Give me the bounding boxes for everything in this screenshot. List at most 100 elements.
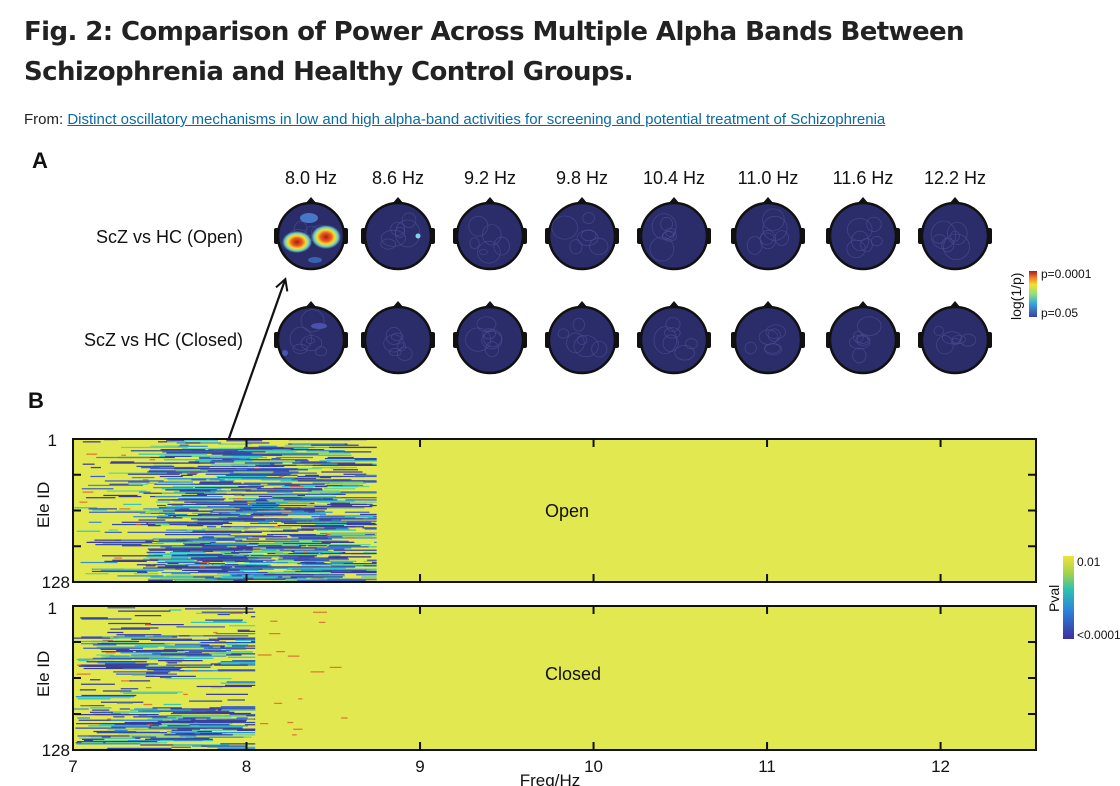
heatmap-cell	[78, 719, 124, 721]
heatmap-cell	[371, 561, 377, 564]
heatmap-cell	[290, 576, 321, 578]
topomap	[545, 197, 619, 271]
heatmap-cell	[150, 576, 186, 578]
subplot-label-closed: Closed	[545, 664, 601, 684]
heatmap-cell	[189, 571, 241, 574]
heatmap-cell	[305, 563, 327, 565]
source-article-link[interactable]: Distinct oscillatory mechanisms in low a…	[67, 111, 886, 128]
heatmap-cell	[320, 576, 343, 578]
heatmap-cell	[161, 716, 202, 718]
topomap-contour	[744, 341, 757, 355]
heatmap-cell	[197, 721, 256, 724]
heatmap-cell	[130, 450, 199, 452]
heatmap-cell	[226, 648, 247, 650]
heatmap-cell	[156, 541, 211, 544]
heatmap-cell	[211, 460, 235, 462]
heatmap-cell	[109, 483, 142, 485]
topomap	[731, 301, 805, 375]
heatmap-cell	[175, 470, 208, 472]
heatmap-cell	[150, 737, 210, 739]
heatmap-cell	[220, 551, 284, 554]
heatmap-cell	[222, 459, 271, 461]
heatmap-cell	[100, 701, 144, 703]
heatmap-cell	[185, 442, 201, 444]
heatmap-cell	[317, 454, 352, 456]
heatmap-cell	[166, 664, 213, 666]
heatmap-cell	[291, 536, 343, 538]
topomap-contour	[866, 216, 882, 232]
heatmap-cell	[191, 501, 243, 503]
heatmap-cell	[246, 469, 308, 471]
heatmap-cell	[108, 622, 151, 625]
heatmap-cell	[215, 663, 240, 665]
topomap-contour	[661, 231, 675, 241]
topomap-contour	[857, 316, 882, 336]
heatmap-cell	[297, 500, 355, 502]
heatmap-cell	[112, 559, 159, 561]
heatmap-cell	[88, 508, 118, 510]
heatmap-cell	[203, 482, 215, 484]
topomap	[826, 301, 900, 375]
heatmap-cell	[174, 644, 210, 646]
heatmap-cell	[231, 493, 297, 495]
heatmap-cell	[327, 532, 377, 535]
heatmap-cell	[213, 620, 242, 622]
heatmap-cell	[218, 443, 252, 445]
heatmap-cell	[220, 743, 256, 745]
colorbar-a-bottom-label: p=0.05	[1041, 306, 1078, 320]
heatmap-cell	[326, 533, 331, 536]
topomap-head	[455, 201, 525, 271]
heatmap-cell	[199, 481, 234, 483]
heatmap-cell	[333, 469, 358, 471]
heatmap-cell	[163, 648, 178, 650]
heatmap-cell	[366, 563, 377, 565]
heatmap-cell	[127, 531, 190, 533]
heatmap-cell	[197, 493, 242, 495]
topomap-head	[920, 305, 990, 375]
heatmap-cell	[194, 460, 223, 462]
heatmap-cell	[93, 739, 129, 742]
heatmap-cell	[263, 451, 297, 453]
heatmap-cell	[115, 510, 184, 512]
topomap-contour	[941, 237, 955, 253]
topomap-hotspot	[300, 213, 318, 223]
topomap-head	[363, 305, 433, 375]
colorbar-b-top-label: 0.01	[1077, 555, 1101, 569]
heatmap-cell	[91, 570, 147, 573]
heatmap-cell	[102, 542, 164, 545]
topomap-contour	[664, 327, 681, 339]
heatmap-cell	[165, 649, 232, 652]
heatmap-cell	[297, 480, 366, 482]
heatmap-cell	[90, 475, 105, 478]
heatmap-cell	[304, 510, 325, 512]
heatmap-cell	[298, 698, 303, 700]
heatmap-cell	[167, 662, 178, 664]
heatmap-cell	[244, 544, 297, 546]
heatmap-cell	[333, 485, 358, 488]
heatmap-cell	[97, 643, 110, 645]
heatmap-cell	[239, 451, 266, 453]
heatmap-cell	[311, 516, 353, 518]
heatmap-cell	[362, 527, 377, 529]
heatmap-cell	[312, 611, 327, 613]
heatmap-cell	[79, 737, 136, 739]
topomap-contour	[289, 326, 312, 351]
heatmap-cell	[337, 463, 373, 465]
heatmap-cell	[80, 561, 118, 564]
topomap-contour	[396, 342, 407, 352]
heatmap-cell	[237, 629, 250, 631]
heatmap-cell	[369, 504, 377, 507]
heatmap-cell	[173, 739, 203, 742]
topomap-contour	[390, 221, 405, 236]
topomap-hotspot	[311, 225, 341, 249]
heatmap-cell	[80, 664, 149, 666]
topomap-contour	[665, 317, 681, 332]
heatmap-cell	[343, 473, 367, 475]
heatmap-cell	[112, 711, 161, 713]
heatmap-cell	[251, 640, 256, 643]
heatmap-cell	[216, 520, 271, 522]
heatmap-cell	[75, 714, 124, 716]
heatmap-cell	[167, 738, 213, 740]
heatmap-cell	[113, 671, 171, 673]
heatmap-cell	[330, 522, 376, 525]
